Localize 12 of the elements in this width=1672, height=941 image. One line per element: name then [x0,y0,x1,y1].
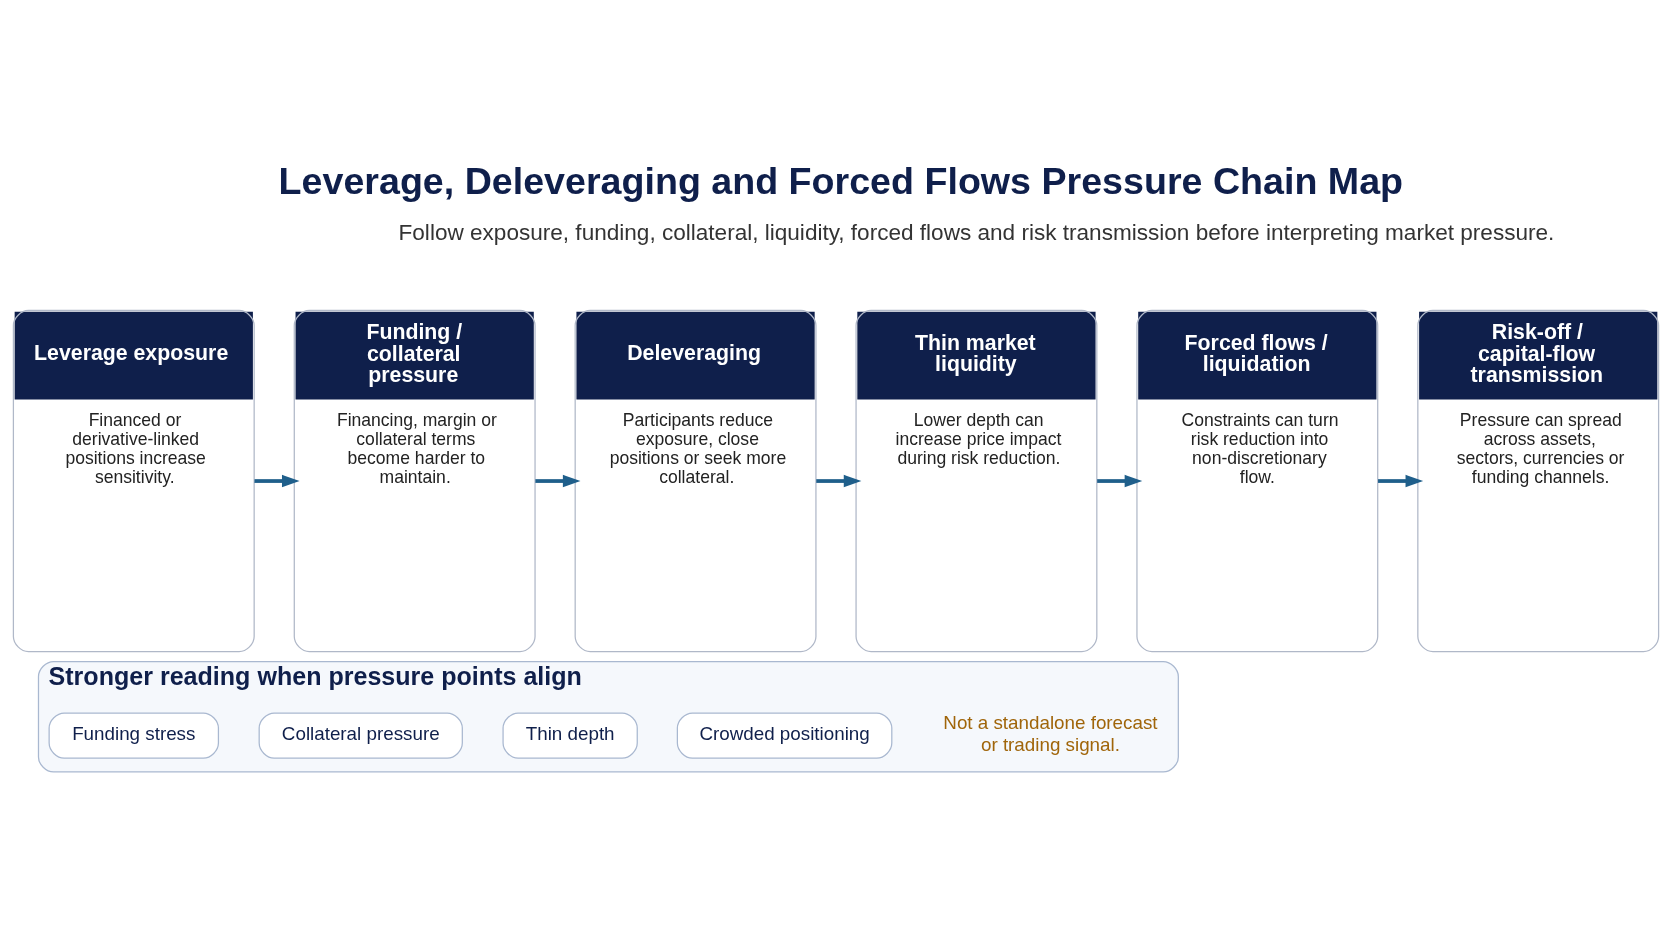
node-box: Crowded positioning [676,711,893,759]
node-box: Funding stress [48,711,220,759]
node-text: Not a standalone forecast or trading signal. [943,711,1158,755]
node-box: Collateral pressure [258,711,463,759]
arrow [254,474,300,487]
node-box: Thin depth [502,711,638,759]
arrow [816,474,862,487]
arrow [1097,474,1143,487]
arrow [1378,474,1424,487]
arrow [535,474,581,487]
label: Follow exposure, funding, collateral, liquidity, forced flows and risk transmission before interpreting market pressure. [398,219,1555,245]
diagram-title: Leverage, Deleveraging and Forced Flows Pressure Chain Map [278,159,1404,202]
